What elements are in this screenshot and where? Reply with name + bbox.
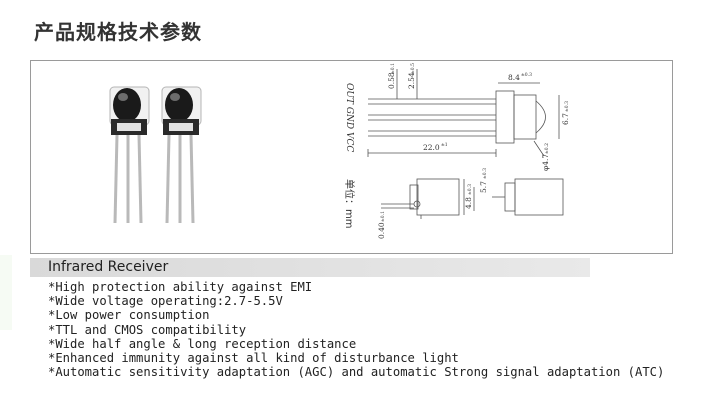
dim-side-height-tol: ±0.3 [482, 168, 488, 179]
ir-receiver-left [109, 86, 150, 224]
dim-body-height-tol: ±0.3 [564, 101, 570, 112]
unit-label: 单位：mm [343, 179, 356, 228]
dim-lead-width: 0.58 [387, 72, 396, 89]
spec-figure: OUT GND VCC 0.58 ±0.1 2.54 ±0.5 22.0 [30, 60, 673, 254]
section-banner: Infrared Receiver [30, 258, 590, 277]
dim-body-width: 8.4 [508, 73, 520, 82]
feature-item: *TTL and CMOS compatibility [48, 322, 247, 337]
dim-lead-thickness-tol: ±0.1 [380, 211, 386, 222]
product-photo [109, 86, 202, 224]
dim-pitch-tol: ±0.5 [410, 63, 416, 74]
feature-item: *Low power consumption [48, 308, 210, 323]
side-accent [0, 255, 12, 330]
feature-item: *Enhanced immunity against all kind of d… [48, 351, 459, 366]
dim-body-width-tol: ±0.3 [521, 72, 532, 78]
dim-base-height-tol: ±0.3 [467, 184, 473, 195]
feature-item: *Automatic sensitivity adaptation (AGC) … [48, 365, 665, 380]
dim-pitch: 2.54 [407, 72, 416, 89]
feature-item: *High protection ability against EMI [48, 280, 313, 294]
dimension-drawing-side [381, 178, 564, 219]
dim-lens-diameter-tol: ±0.2 [544, 143, 550, 154]
dimension-drawing-top [367, 69, 560, 157]
feature-list: *High protection ability against EMI *Wi… [48, 280, 664, 379]
dim-lead-width-tol: ±0.1 [390, 63, 396, 74]
dim-base-height: 4.8 [464, 197, 473, 209]
dim-lens-diameter: φ4.7 [541, 154, 550, 171]
feature-item: *Wide voltage operating:2.7-5.5V [48, 294, 283, 309]
feature-item: *Wide half angle & long reception distan… [48, 336, 357, 351]
dim-body-height: 6.7 [561, 113, 570, 125]
ir-receiver-right [161, 86, 202, 224]
page-title: 产品规格技术参数 [34, 20, 202, 44]
dim-lead-length-tol: ±1 [441, 142, 448, 148]
dim-side-height: 5.7 [479, 181, 488, 193]
section-heading: Infrared Receiver [48, 259, 169, 275]
dim-lead-length: 22.0 [423, 143, 440, 152]
dim-lead-thickness: 0.40 [377, 222, 386, 239]
pin-labels: OUT GND VCC [344, 83, 354, 152]
